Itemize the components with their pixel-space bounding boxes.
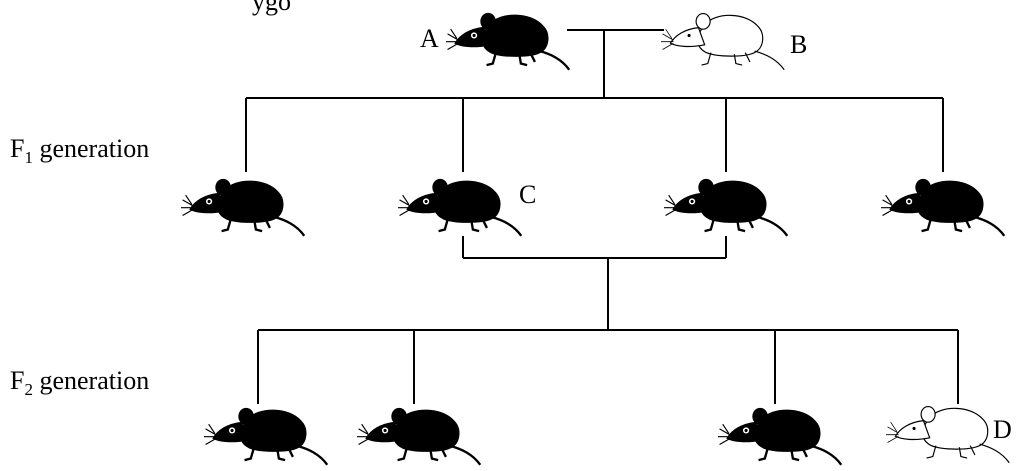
label-a: A — [420, 24, 439, 53]
mouse-f2-1-black — [202, 407, 329, 466]
label-c: C — [519, 180, 536, 209]
header-text-fragment: ygo — [252, 0, 291, 16]
mouse-d-white — [885, 406, 1010, 464]
mouse-f1-3-black — [662, 178, 789, 237]
mouse-a-black — [444, 12, 571, 71]
f2-generation-label: F2 generation — [10, 366, 149, 399]
mouse-f2-2-black — [355, 407, 482, 466]
mouse-f2-3-black — [716, 407, 843, 466]
label-b: B — [790, 30, 807, 59]
mouse-b-white — [660, 13, 785, 71]
label-d: D — [993, 415, 1012, 444]
f1-generation-label: F1 generation — [10, 134, 149, 167]
mouse-c-black — [396, 178, 523, 237]
mouse-f1-4-black — [879, 178, 1006, 237]
mouse-f1-1-black — [179, 178, 306, 237]
connector-lines — [245, 29, 959, 404]
